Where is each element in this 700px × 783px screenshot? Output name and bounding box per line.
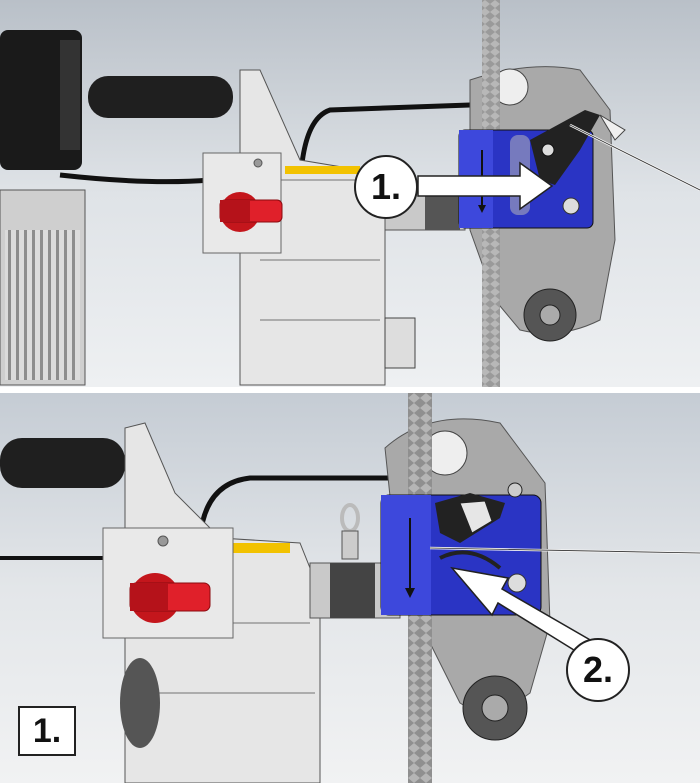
callout-2: 2. bbox=[566, 638, 630, 702]
handle-bar-2 bbox=[0, 438, 125, 488]
arrow-pointer bbox=[417, 161, 554, 211]
top-illustration bbox=[0, 0, 700, 387]
handle-bar bbox=[88, 76, 233, 118]
figure-label: 1. bbox=[18, 706, 76, 756]
pawl bbox=[530, 110, 600, 185]
rotary-switch-2 bbox=[129, 573, 211, 623]
bottom-illustration bbox=[0, 393, 700, 783]
callout-1: 1. bbox=[354, 155, 418, 219]
panel-divider bbox=[0, 387, 700, 393]
panel-top bbox=[0, 0, 700, 387]
panel-bottom bbox=[0, 393, 700, 783]
rotary-switch bbox=[219, 192, 283, 232]
arrow-pointer-2 bbox=[450, 566, 594, 657]
